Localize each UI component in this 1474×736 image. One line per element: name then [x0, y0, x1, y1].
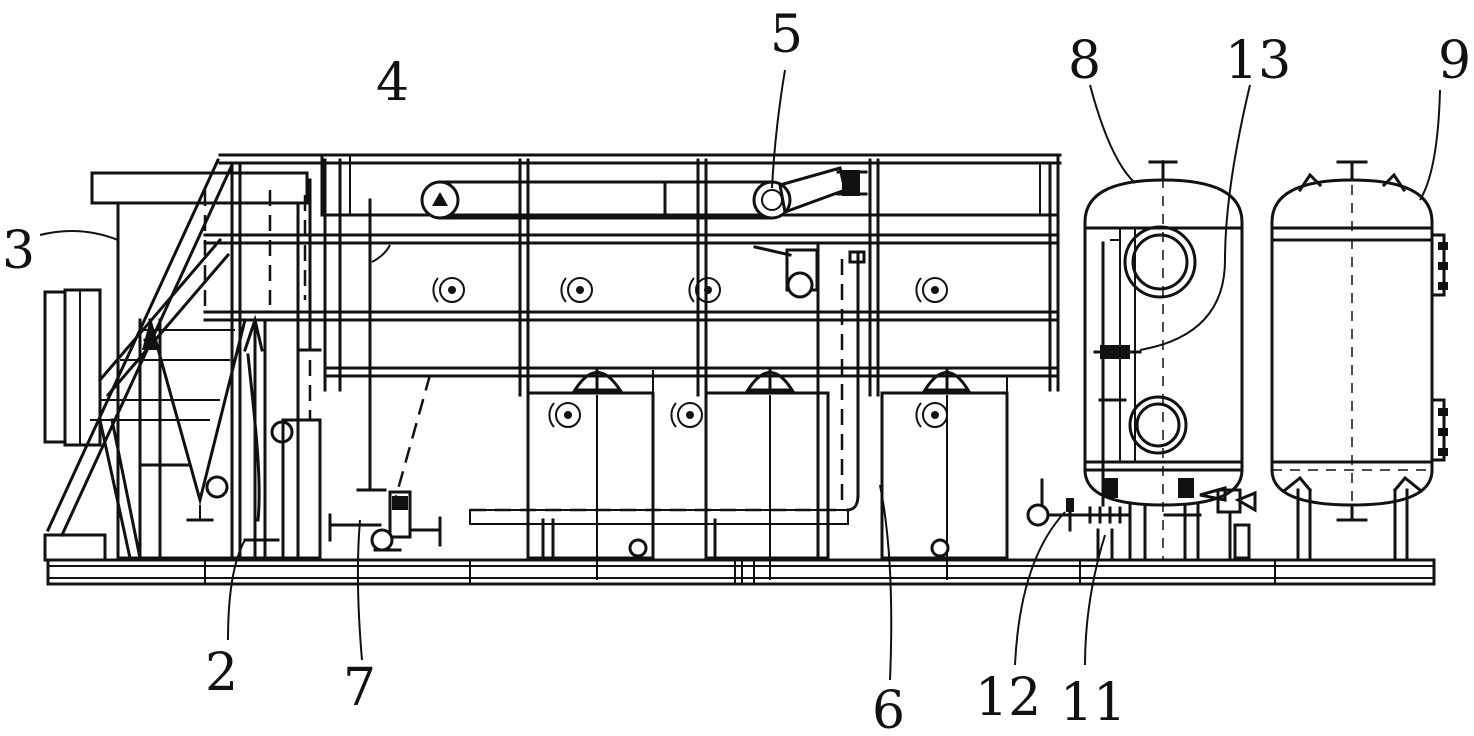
sight-glass-icon: [915, 277, 948, 303]
label-13: 13: [1225, 31, 1291, 91]
filter-vessel-9: [1270, 160, 1448, 560]
pump-7: [328, 490, 442, 552]
label-7: 7: [343, 658, 376, 718]
label-3: 3: [2, 221, 35, 281]
sight-glass-icon: [915, 402, 948, 428]
label-2: 2: [205, 643, 238, 703]
flotation-tank-4: [203, 153, 1060, 580]
label-8: 8: [1068, 31, 1101, 91]
label-9: 9: [1438, 31, 1471, 91]
sight-glass-icon: [670, 402, 703, 428]
sight-glass-icon: [688, 277, 721, 303]
label-4: 4: [376, 53, 409, 113]
label-5: 5: [770, 5, 803, 65]
sight-glass-icon: [560, 277, 593, 303]
filter-vessel-8: [1083, 160, 1257, 560]
dosing-column-2: [230, 163, 322, 560]
label-11: 11: [1060, 673, 1126, 733]
label-6: 6: [872, 681, 905, 736]
label-12: 12: [975, 668, 1041, 728]
outlet-piping: [1026, 478, 1132, 562]
leader-lines: [39, 69, 1441, 681]
sight-glass-icon: [548, 402, 581, 428]
scraper-drive-5: [420, 166, 868, 299]
base-skid: [46, 558, 1436, 586]
sight-glass-icon: [432, 277, 465, 303]
